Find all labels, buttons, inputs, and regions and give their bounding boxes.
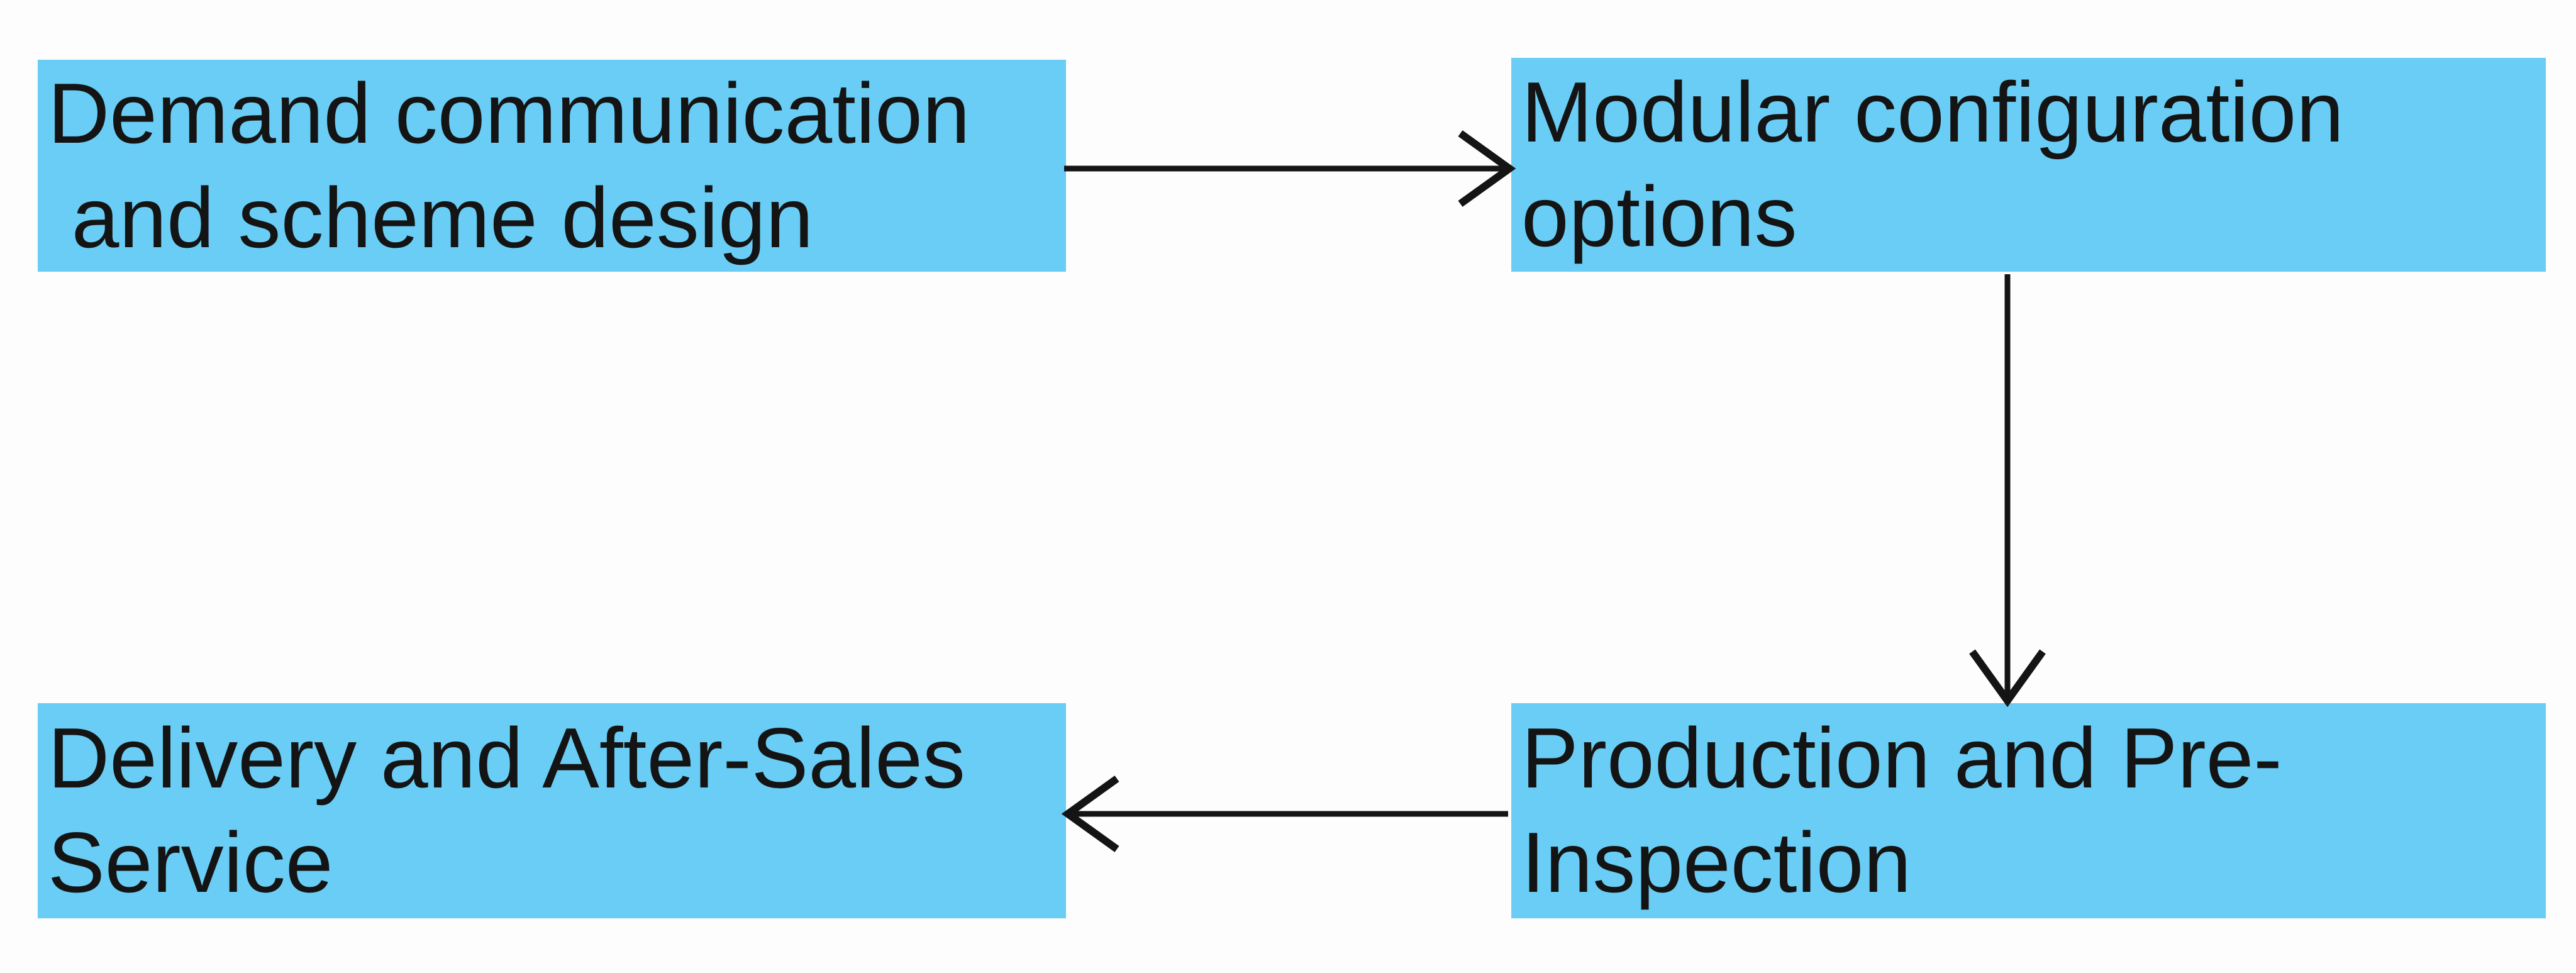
flow-node-demand-communication: Demand communication and scheme design <box>38 60 1066 272</box>
flow-node-modular-configuration: Modular configuration options <box>1511 58 2546 272</box>
arrow-production-to-delivery <box>1061 776 1508 852</box>
flow-node-production-pre-inspection: Production and Pre- Inspection <box>1511 703 2546 918</box>
flow-node-delivery-after-sales: Delivery and After-Sales Service <box>38 703 1066 918</box>
arrow-demand-to-modular <box>1064 130 1516 207</box>
arrow-modular-to-production <box>1969 274 2046 708</box>
